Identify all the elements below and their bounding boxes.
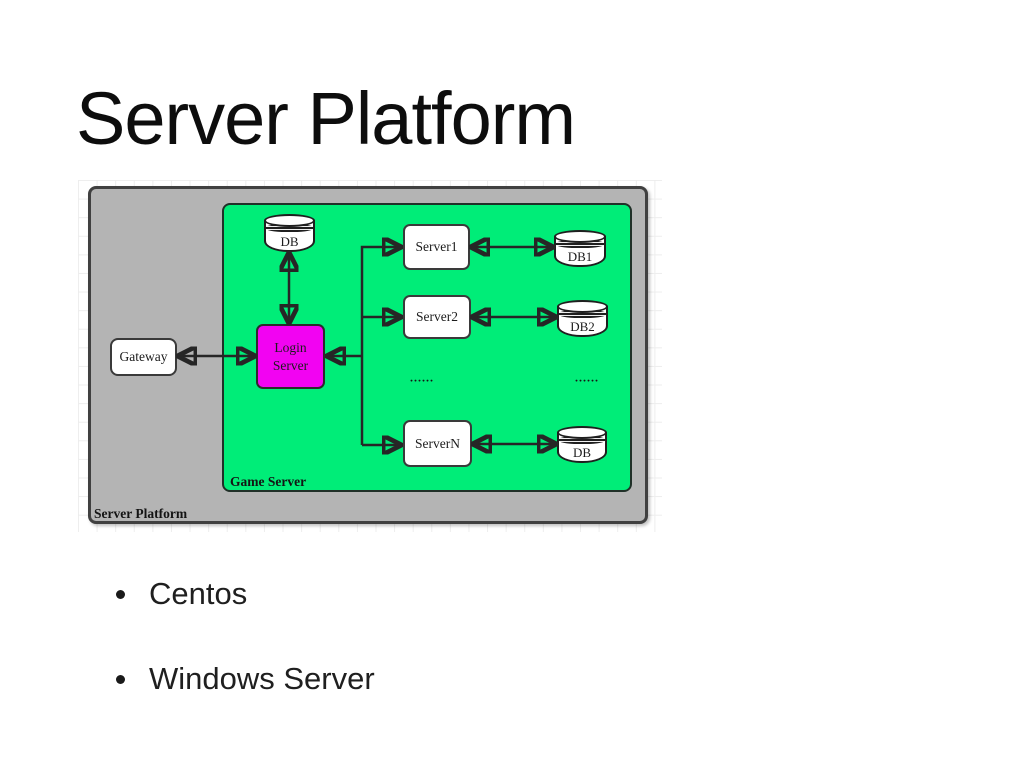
cylinder-top-ellipse (557, 300, 608, 313)
bullet-icon (116, 674, 125, 684)
database-cylinder-dbN: DB (557, 426, 607, 463)
cylinder-disk-band (265, 224, 314, 232)
server2-label: Server2 (416, 309, 458, 325)
platform-zone-label: Server Platform (94, 506, 188, 521)
servers-ellipsis-dots: ...... (410, 370, 434, 385)
gateway-label: Gateway (119, 349, 168, 365)
cylinder-disk-band (555, 240, 605, 248)
database-cylinder-db2: DB2 (557, 300, 608, 337)
cylinder-top-ellipse (557, 426, 607, 439)
bullet-list: Centos Windows Server (116, 572, 375, 742)
login-server-node: Login Server (256, 324, 325, 389)
list-item: Centos (116, 572, 375, 616)
gateway-node: Gateway (110, 338, 177, 376)
db-master-label: DB (280, 234, 299, 249)
database-cylinder-master: DB (264, 214, 315, 252)
cylinder-top-ellipse (554, 230, 606, 243)
db2-label: DB2 (570, 319, 595, 334)
db1-label: DB1 (567, 249, 593, 264)
bullet-text-windows-server: Windows Server (149, 661, 375, 696)
dbN-label: DB (572, 445, 592, 460)
login-server-label: Login Server (272, 339, 309, 373)
game-server-zone-label: Game Server (230, 474, 307, 489)
cylinder-disk-band (558, 436, 606, 444)
serverN-label: ServerN (415, 435, 460, 451)
server-platform-diagram: Server Platform Game Server Gateway Logi… (78, 180, 662, 532)
cylinder-disk-band (558, 310, 607, 318)
serverN-node: ServerN (403, 420, 472, 467)
slide-title: Server Platform (76, 77, 576, 160)
server2-node: Server2 (403, 295, 471, 339)
database-cylinder-db1: DB1 (554, 230, 606, 267)
server1-node: Server1 (403, 224, 470, 270)
cylinder-top-ellipse (264, 214, 315, 227)
databases-ellipsis-dots: ...... (575, 370, 599, 385)
server1-label: Server1 (415, 239, 458, 255)
bullet-text-centos: Centos (149, 576, 248, 611)
list-item: Windows Server (116, 657, 375, 701)
bullet-icon (116, 589, 125, 599)
